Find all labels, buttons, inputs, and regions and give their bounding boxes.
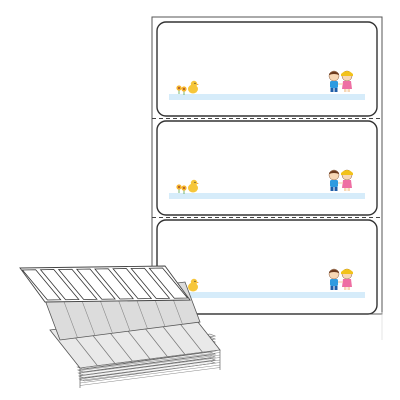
stack-label-divider: [79, 295, 96, 336]
stack-label-outline: [130, 267, 171, 299]
stack-label-divider: [62, 297, 78, 338]
fanfold-label-stack: [19, 265, 221, 388]
label-banner: [169, 292, 365, 298]
stack-edge-line: [79, 352, 221, 371]
stack-label-outline: [39, 269, 80, 301]
stack-label-outline: [21, 269, 62, 301]
stack-edge-line: [79, 354, 221, 374]
label-outline: [156, 120, 378, 216]
label-outline: [156, 21, 378, 117]
stack-sheet-edge: [77, 357, 217, 379]
stack-label-outline: [94, 268, 135, 300]
two-children-icon: [328, 70, 354, 93]
labels-layer: [152, 21, 382, 315]
label-card: [156, 21, 378, 117]
label-banner: [169, 193, 365, 199]
label-card: [156, 120, 378, 216]
stack-label-outline: [112, 268, 153, 300]
stack-edge-line: [79, 362, 221, 381]
stack-edge-line: [79, 357, 221, 376]
stack-label-outline: [57, 268, 98, 300]
stack-edge-line: [79, 364, 221, 384]
label-banner: [169, 94, 365, 100]
two-children-icon: [328, 268, 354, 291]
stack-label-outline: [75, 268, 116, 300]
stack-edge-line: [79, 367, 221, 386]
stack-edge-line: [79, 349, 221, 369]
stack-edge-line: [79, 359, 221, 379]
stack-label-outline: [148, 267, 189, 299]
two-children-icon: [328, 169, 354, 192]
